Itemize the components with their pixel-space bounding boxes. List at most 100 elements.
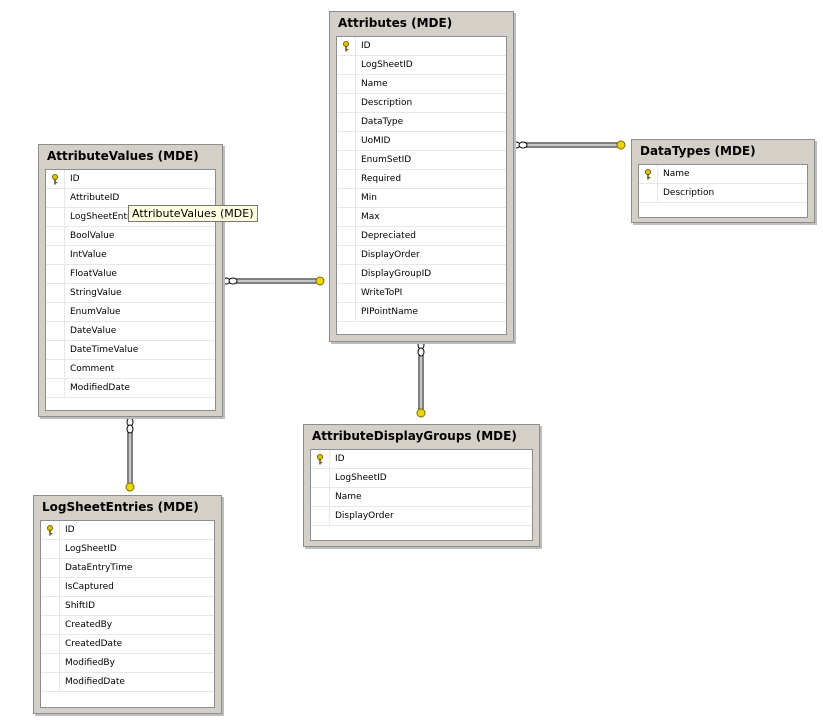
row-selector[interactable] (46, 284, 65, 302)
row-selector[interactable] (46, 265, 65, 283)
row-selector[interactable] (337, 284, 356, 302)
column-name: IsCaptured (65, 582, 114, 592)
column-row[interactable]: EnumValue (46, 303, 215, 322)
column-row[interactable]: ModifiedDate (46, 379, 215, 398)
column-row[interactable]: DateTimeValue (46, 341, 215, 360)
column-name: ModifiedDate (65, 677, 125, 687)
row-selector[interactable] (46, 170, 65, 188)
column-row[interactable]: EnumSetID (337, 151, 506, 170)
row-selector[interactable] (46, 360, 65, 378)
column-row[interactable]: PIPointName (337, 303, 506, 322)
row-selector[interactable] (46, 341, 65, 359)
row-selector[interactable] (337, 94, 356, 112)
column-name: UoMID (361, 136, 391, 146)
row-selector[interactable] (41, 673, 60, 691)
column-row[interactable]: CreatedBy (41, 616, 214, 635)
row-selector[interactable] (46, 227, 65, 245)
column-row[interactable]: Description (337, 94, 506, 113)
row-selector[interactable] (311, 507, 330, 525)
column-row[interactable]: Min (337, 189, 506, 208)
column-row[interactable]: Name (311, 488, 532, 507)
row-selector[interactable] (337, 151, 356, 169)
column-row[interactable]: BoolValue (46, 227, 215, 246)
row-selector[interactable] (337, 37, 356, 55)
column-row[interactable]: FloatValue (46, 265, 215, 284)
row-selector[interactable] (46, 189, 65, 207)
row-selector[interactable] (337, 132, 356, 150)
relationship-attributes-displaygroups[interactable] (416, 340, 426, 418)
column-row[interactable]: ID (311, 450, 532, 469)
column-row[interactable]: Comment (46, 360, 215, 379)
row-selector[interactable] (46, 208, 65, 226)
column-row[interactable]: DataEntryTime (41, 559, 214, 578)
column-row[interactable]: LogSheetID (311, 469, 532, 488)
column-row[interactable]: DisplayGroupID (337, 265, 506, 284)
column-row[interactable]: UoMID (337, 132, 506, 151)
column-row[interactable]: LogSheetID (41, 540, 214, 559)
column-row[interactable]: Name (337, 75, 506, 94)
column-row[interactable]: Required (337, 170, 506, 189)
column-row[interactable]: ModifiedDate (41, 673, 214, 692)
relationship-attributevalues-attributes[interactable] (221, 276, 325, 286)
column-row[interactable]: IntValue (46, 246, 215, 265)
row-selector[interactable] (337, 56, 356, 74)
relationship-attributevalues-logsheetentries[interactable] (125, 417, 135, 492)
column-name: Depreciated (361, 231, 416, 241)
row-selector[interactable] (41, 521, 60, 539)
column-row[interactable]: Max (337, 208, 506, 227)
relationship-attributes-datatypes[interactable] (511, 140, 626, 150)
column-row[interactable]: DateValue (46, 322, 215, 341)
column-row[interactable]: ID (46, 170, 215, 189)
row-selector[interactable] (337, 303, 356, 321)
column-name: ShiftID (65, 601, 96, 611)
row-selector[interactable] (337, 208, 356, 226)
column-name: Name (361, 79, 388, 89)
column-row[interactable]: ID (41, 521, 214, 540)
row-selector[interactable] (46, 379, 65, 397)
row-selector[interactable] (41, 540, 60, 558)
row-selector[interactable] (41, 597, 60, 615)
column-row[interactable]: LogSheetEntryID (46, 208, 215, 227)
row-selector[interactable] (311, 450, 330, 468)
column-row[interactable]: IsCaptured (41, 578, 214, 597)
row-selector[interactable] (311, 488, 330, 506)
column-row[interactable]: Description (639, 184, 807, 203)
row-selector[interactable] (337, 227, 356, 245)
column-row[interactable]: Name (639, 165, 807, 184)
row-selector[interactable] (337, 170, 356, 188)
column-name: DisplayOrder (361, 250, 420, 260)
row-selector[interactable] (46, 303, 65, 321)
column-row[interactable]: ModifiedBy (41, 654, 214, 673)
row-selector[interactable] (337, 265, 356, 283)
column-row[interactable]: WriteToPI (337, 284, 506, 303)
row-selector[interactable] (41, 578, 60, 596)
column-row[interactable]: DataType (337, 113, 506, 132)
row-selector[interactable] (639, 165, 658, 183)
row-selector[interactable] (41, 654, 60, 672)
row-selector[interactable] (41, 635, 60, 653)
column-row[interactable]: DisplayOrder (337, 246, 506, 265)
row-selector[interactable] (46, 246, 65, 264)
row-selector[interactable] (337, 189, 356, 207)
column-row[interactable]: StringValue (46, 284, 215, 303)
row-selector[interactable] (46, 322, 65, 340)
row-selector[interactable] (639, 184, 658, 202)
column-row[interactable]: ShiftID (41, 597, 214, 616)
column-row[interactable]: LogSheetID (337, 56, 506, 75)
column-name: Required (361, 174, 402, 184)
row-selector[interactable] (41, 559, 60, 577)
column-row[interactable]: ID (337, 37, 506, 56)
row-selector[interactable] (337, 113, 356, 131)
column-row[interactable]: CreatedDate (41, 635, 214, 654)
row-selector[interactable] (337, 75, 356, 93)
row-selector[interactable] (337, 246, 356, 264)
column-row[interactable]: DisplayOrder (311, 507, 532, 526)
row-selector[interactable] (41, 616, 60, 634)
column-row[interactable]: Depreciated (337, 227, 506, 246)
row-selector[interactable] (311, 469, 330, 487)
